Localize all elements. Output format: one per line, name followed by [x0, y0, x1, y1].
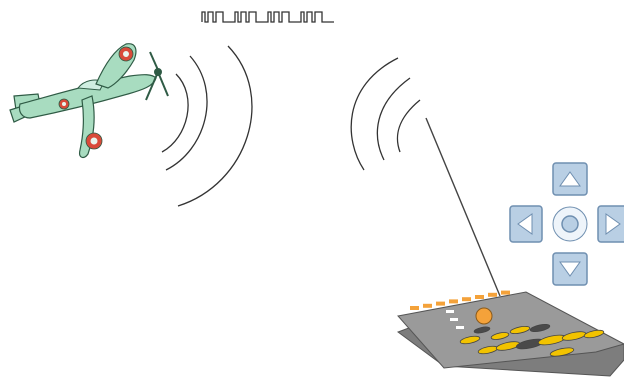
led-indicator [488, 293, 497, 297]
radio-waves-plane [162, 46, 252, 206]
radio-waves-remote [351, 58, 420, 170]
led-indicator [423, 304, 432, 308]
dpad-right-button[interactable] [598, 206, 624, 242]
dpad-left-button[interactable] [510, 206, 542, 242]
led-indicator [436, 302, 445, 306]
rc-transmitter-icon [398, 291, 624, 376]
dpad-down-button[interactable] [553, 253, 587, 285]
led-indicator [501, 291, 510, 295]
led-indicator [462, 297, 471, 301]
spitfire-airplane-icon [10, 44, 168, 158]
antenna [426, 118, 500, 296]
led-indicator [449, 299, 458, 303]
led-indicator [410, 306, 419, 310]
center-knob [476, 308, 492, 324]
led-indicator [475, 295, 484, 299]
dpad-up-button[interactable] [553, 163, 587, 195]
dpad-center-button[interactable] [553, 207, 587, 241]
dpad [510, 163, 624, 285]
pwm-pulse-train-icon [202, 12, 334, 22]
